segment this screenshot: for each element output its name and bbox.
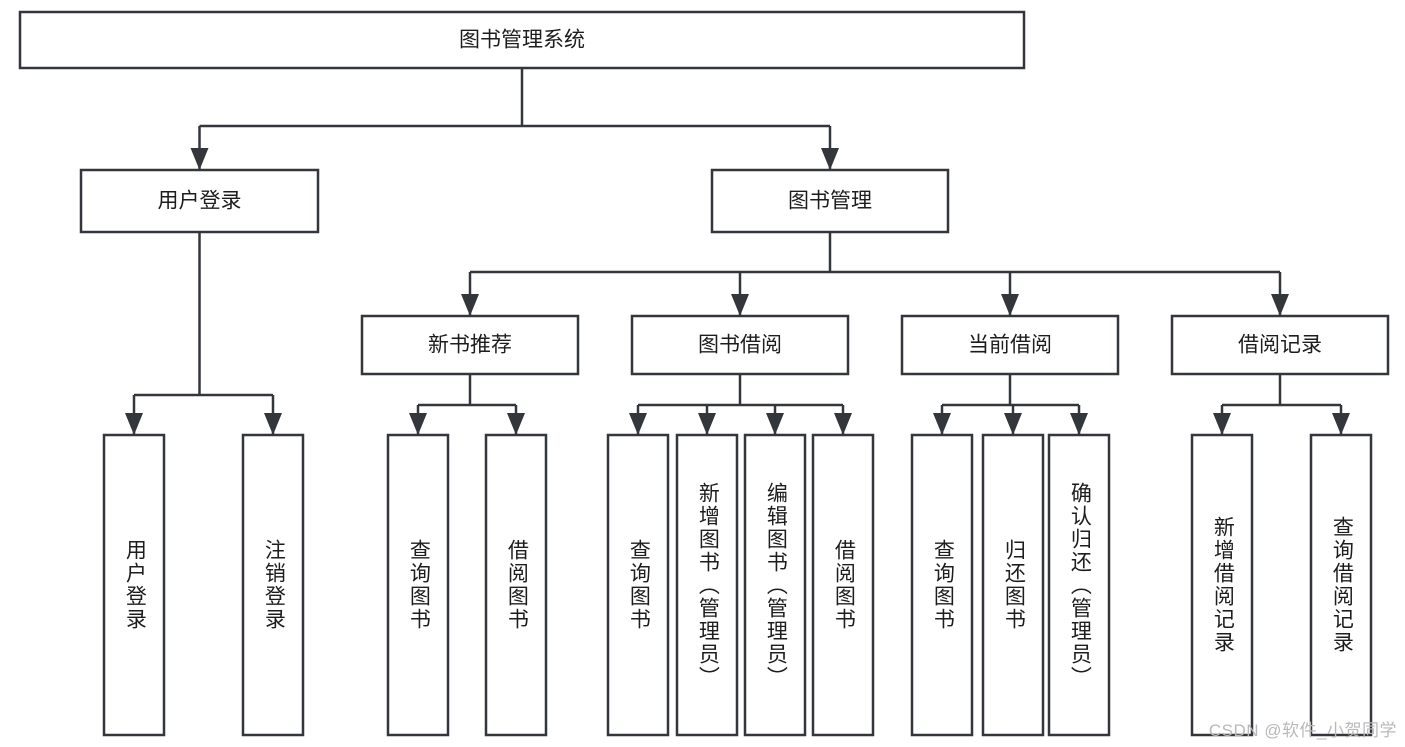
node-box-book-manage[interactable] [710, 168, 950, 234]
node-box-new-book-rec[interactable] [360, 314, 580, 376]
arrow-head-leaf-logout [264, 413, 282, 435]
arrow-head-br-add-record [1213, 413, 1231, 435]
node-box-root[interactable] [18, 10, 1026, 70]
arrow-head-bb-borrow-book [834, 413, 852, 435]
node-label-current-borrow: 当前借阅 [968, 334, 1052, 357]
node-box-user-login[interactable] [79, 168, 320, 234]
node-label-new-book-rec: 新书推荐 [428, 334, 512, 357]
boxes-layer [18, 10, 1390, 737]
node-label-root: 图书管理系统 [459, 29, 585, 52]
arrow-head-bb-add-book [698, 413, 716, 435]
node-box-book-borrow[interactable] [630, 314, 850, 376]
node-box-borrow-record[interactable] [1170, 314, 1390, 376]
node-box-br-query-record[interactable] [1309, 433, 1373, 737]
arrow-head-borrow-record [1271, 294, 1289, 316]
arrow-head-user-login [190, 148, 209, 170]
arrow-head-nb-borrow-book [507, 413, 525, 435]
arrow-head-book-borrow [731, 294, 749, 316]
arrow-head-cb-confirm-return [1070, 413, 1088, 435]
node-box-current-borrow[interactable] [900, 314, 1120, 376]
node-box-bb-query-book[interactable] [606, 433, 670, 737]
arrow-head-new-book-rec [461, 294, 479, 316]
node-box-br-add-record[interactable] [1190, 433, 1254, 737]
arrow-head-nb-query-book [409, 413, 427, 435]
node-box-bb-borrow-book[interactable] [811, 433, 875, 737]
node-box-leaf-user-login[interactable] [102, 433, 166, 737]
arrow-head-leaf-user-login [125, 413, 143, 435]
node-label-borrow-record: 借阅记录 [1238, 334, 1322, 357]
node-box-bb-edit-book[interactable] [743, 433, 807, 737]
node-label-book-borrow: 图书借阅 [698, 334, 782, 357]
node-label-user-login: 用户登录 [158, 190, 242, 213]
arrow-head-bb-query-book [629, 413, 647, 435]
node-box-cb-query-book[interactable] [910, 433, 974, 737]
arrow-head-book-manage [821, 148, 839, 170]
arrow-head-cb-return-book [1004, 413, 1022, 435]
node-label-book-manage: 图书管理 [788, 190, 872, 213]
node-box-leaf-logout[interactable] [241, 433, 305, 737]
arrow-head-current-borrow [1001, 294, 1019, 316]
node-box-bb-add-book[interactable] [675, 433, 739, 737]
node-box-nb-borrow-book[interactable] [484, 433, 548, 737]
node-box-cb-return-book[interactable] [981, 433, 1045, 737]
arrow-head-bb-edit-book [766, 413, 784, 435]
arrow-head-br-query-record [1332, 413, 1350, 435]
edges-layer [125, 68, 1350, 435]
watermark-text: CSDN @软件_小贺同学 [1208, 721, 1397, 740]
node-box-nb-query-book[interactable] [386, 433, 450, 737]
arrow-head-cb-query-book [933, 413, 951, 435]
node-box-cb-confirm-return[interactable] [1047, 433, 1111, 737]
